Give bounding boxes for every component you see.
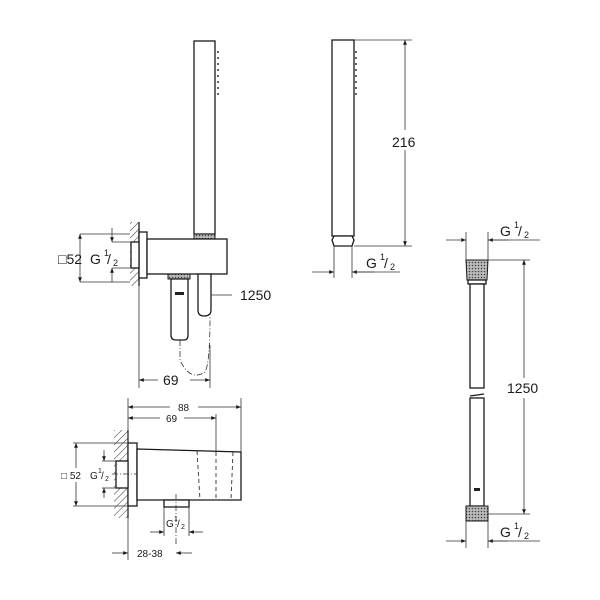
svg-text:1: 1 xyxy=(174,516,178,523)
svg-text:□52: □52 xyxy=(58,251,82,267)
view-wall-outlet-with-handshower: 1250 □52 G 1 / 2 69 xyxy=(58,40,271,388)
svg-text:G: G xyxy=(90,471,98,482)
svg-text:1: 1 xyxy=(98,468,102,475)
svg-text:/: / xyxy=(101,471,104,482)
outlet-nipple xyxy=(163,499,190,508)
svg-text:G: G xyxy=(90,251,101,267)
holder-pin xyxy=(197,273,212,317)
square-52-label: □ 52 xyxy=(61,471,81,482)
view-wall-outlet-detail: 88 69 □ 52 G 1 / 2 G 1 / 2 xyxy=(61,398,242,560)
svg-text:G: G xyxy=(500,524,511,540)
depth-69-label: 69 xyxy=(166,414,178,425)
thread-g12-label: G 1 / 2 xyxy=(90,248,118,268)
wall-flange xyxy=(138,231,148,279)
hose-length-1250-label: 1250 xyxy=(507,380,538,396)
hose-connector-knurl xyxy=(167,273,191,280)
hose-bottom-thread-label: G 1 / 2 xyxy=(500,521,529,541)
outlet-body xyxy=(146,238,228,275)
svg-text:2: 2 xyxy=(181,524,185,531)
hose-top-nut xyxy=(465,259,489,281)
depth-88-label: 88 xyxy=(178,403,190,414)
svg-text:2: 2 xyxy=(524,230,529,240)
svg-text:G: G xyxy=(166,519,174,530)
svg-text:1: 1 xyxy=(514,220,519,230)
thread-nipple xyxy=(115,460,129,489)
svg-text:/: / xyxy=(107,251,111,267)
svg-text:2: 2 xyxy=(113,258,118,268)
hose-top-thread-label: G 1 / 2 xyxy=(500,220,529,240)
svg-text:/: / xyxy=(177,519,180,530)
svg-text:/: / xyxy=(518,524,522,540)
svg-text:1: 1 xyxy=(104,248,109,258)
handshower-thread xyxy=(331,235,355,247)
thread-nipple xyxy=(130,241,140,269)
spray-nozzles-icon xyxy=(217,51,219,95)
projection-69-label: 69 xyxy=(163,372,179,388)
install-range-label: 28-38 xyxy=(137,549,163,560)
handshower-side xyxy=(331,39,355,237)
svg-text:1: 1 xyxy=(514,521,519,531)
svg-text:G: G xyxy=(366,255,377,271)
wall-flange xyxy=(127,442,138,507)
hose-upper xyxy=(469,283,485,389)
height-216-label: 216 xyxy=(392,134,416,150)
hose-length-label: 1250 xyxy=(240,287,271,303)
view-handshower: 216 G 1 / 2 xyxy=(312,39,420,278)
wall-thread-label: G 1 / 2 xyxy=(90,468,109,483)
svg-text:2: 2 xyxy=(524,531,529,541)
hose-connector xyxy=(170,278,189,341)
handshower-thread-label: G 1 / 2 xyxy=(366,252,395,272)
outlet-body xyxy=(136,448,242,501)
hose-bottom-nut xyxy=(465,505,489,522)
outlet-thread-label: G 1 / 2 xyxy=(166,516,185,531)
svg-text:G: G xyxy=(500,223,511,239)
handshower-body xyxy=(193,40,216,235)
svg-text:2: 2 xyxy=(105,476,109,483)
view-hose: G 1 / 2 1250 G 1 / 2 xyxy=(446,220,544,548)
svg-text:1: 1 xyxy=(380,252,385,262)
svg-text:2: 2 xyxy=(390,262,395,272)
spray-nozzles-icon xyxy=(355,51,357,95)
svg-text:/: / xyxy=(518,223,522,239)
handshower-knurl xyxy=(193,233,216,240)
svg-text:/: / xyxy=(384,255,388,271)
square-52-label: □52 xyxy=(58,251,82,267)
